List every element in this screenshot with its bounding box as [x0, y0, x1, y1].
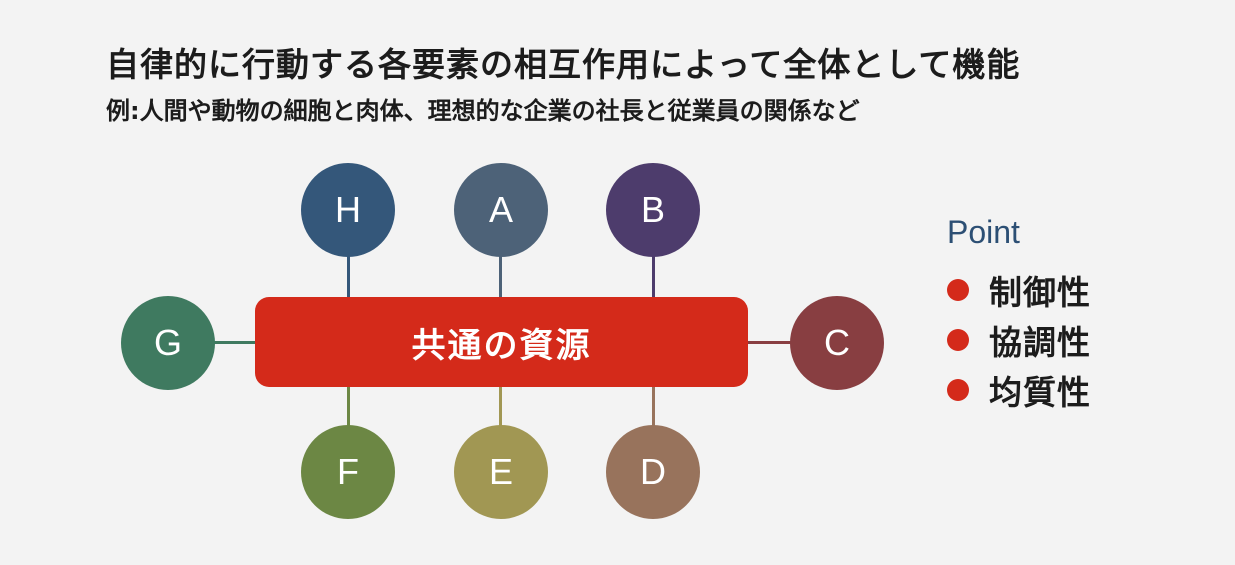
legend-item-label: 協調性: [989, 323, 1091, 362]
shared-resource-box: 共通の資源: [255, 297, 748, 387]
connector-c: [747, 341, 791, 344]
connector-f: [347, 386, 350, 430]
bullet-dot-icon: [947, 279, 969, 301]
node-a: A: [454, 163, 548, 257]
legend-item: 制御性: [947, 266, 1091, 314]
connector-h: [347, 255, 350, 298]
node-h: H: [301, 163, 395, 257]
connector-b: [652, 255, 655, 298]
connector-g: [214, 341, 256, 344]
page-subtitle: 例:人間や動物の細胞と肉体、理想的な企業の社長と従業員の関係など: [106, 97, 860, 125]
node-f: F: [301, 425, 395, 519]
node-b: B: [606, 163, 700, 257]
legend-title: Point: [947, 214, 1020, 250]
node-e: E: [454, 425, 548, 519]
legend-item-label: 制御性: [989, 273, 1091, 312]
bullet-dot-icon: [947, 379, 969, 401]
legend-item-label: 均質性: [989, 373, 1091, 412]
node-d: D: [606, 425, 700, 519]
bullet-dot-icon: [947, 329, 969, 351]
connector-a: [499, 255, 502, 298]
connector-e: [499, 386, 502, 430]
legend-item: 協調性: [947, 316, 1091, 364]
legend-item: 均質性: [947, 366, 1091, 414]
node-c: C: [790, 296, 884, 390]
connector-d: [652, 386, 655, 430]
node-g: G: [121, 296, 215, 390]
page-title: 自律的に行動する各要素の相互作用によって全体として機能: [106, 45, 1021, 84]
